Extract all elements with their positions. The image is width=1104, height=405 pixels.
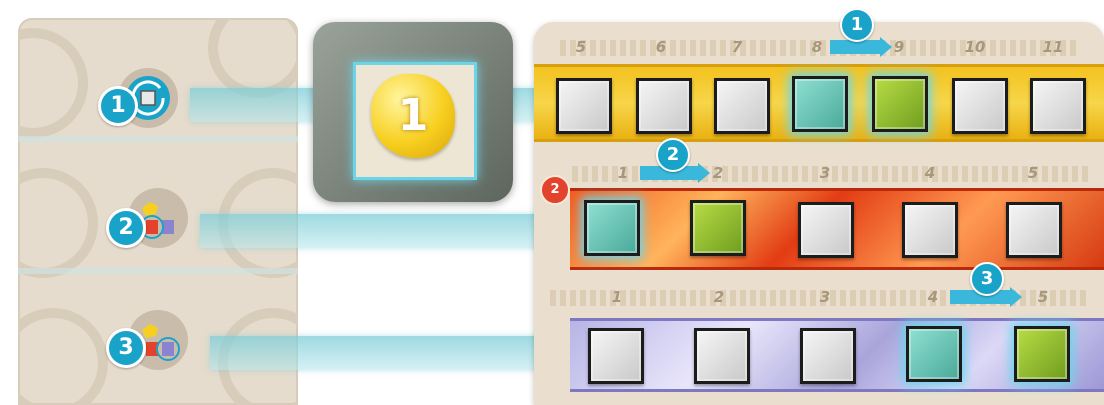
track-number: 5 xyxy=(1030,284,1056,310)
cube-white xyxy=(556,78,612,134)
track-number: 1 xyxy=(610,160,636,186)
step-arrow xyxy=(830,40,882,54)
cube-green xyxy=(872,76,928,132)
cube-white xyxy=(952,78,1008,134)
section-divider xyxy=(18,136,298,142)
cube-teal xyxy=(792,76,848,132)
connector-arrow-3 xyxy=(210,336,546,370)
track-number: 5 xyxy=(1020,160,1046,186)
track-number: 3 xyxy=(812,284,838,310)
step-badge-2: 2 xyxy=(656,138,690,172)
track-number: 11 xyxy=(1040,34,1066,60)
cube-white xyxy=(798,202,854,258)
track-badge: 2 xyxy=(540,175,570,205)
cube-white xyxy=(1006,202,1062,258)
cube-green xyxy=(1014,326,1070,382)
cube-green xyxy=(690,200,746,256)
gold-value: 1 xyxy=(371,74,455,158)
gear-icon xyxy=(208,18,298,98)
cube-teal xyxy=(584,200,640,256)
step-badge-1: 1 xyxy=(840,8,874,42)
cube-white xyxy=(588,328,644,384)
gear-icon xyxy=(18,28,88,138)
step-arrow-icon xyxy=(698,163,710,183)
action-2-badge: 2 xyxy=(106,208,146,248)
cube-white xyxy=(800,328,856,384)
track-number: 6 xyxy=(648,34,674,60)
track-number: 1 xyxy=(604,284,630,310)
track-number: 4 xyxy=(920,284,946,310)
gear-icon xyxy=(18,168,98,278)
cube-white xyxy=(714,78,770,134)
cube-white xyxy=(694,328,750,384)
cube-white xyxy=(636,78,692,134)
track-number: 4 xyxy=(917,160,943,186)
cube-white xyxy=(902,202,958,258)
track-number: 2 xyxy=(706,284,732,310)
step-arrow-icon xyxy=(880,37,892,57)
action-1-badge: 1 xyxy=(98,86,138,126)
track-number: 5 xyxy=(568,34,594,60)
track-number: 3 xyxy=(812,160,838,186)
step-arrow-icon xyxy=(1010,287,1022,307)
track-number: 10 xyxy=(962,34,988,60)
action-3-badge: 3 xyxy=(106,328,146,368)
cube-teal xyxy=(906,326,962,382)
track-number: 8 xyxy=(804,34,830,60)
track-number: 7 xyxy=(724,34,750,60)
connector-arrow-2 xyxy=(200,214,546,248)
cube-white xyxy=(1030,78,1086,134)
gear-icon xyxy=(18,308,108,405)
section-divider xyxy=(18,268,298,274)
step-badge-3: 3 xyxy=(970,262,1004,296)
